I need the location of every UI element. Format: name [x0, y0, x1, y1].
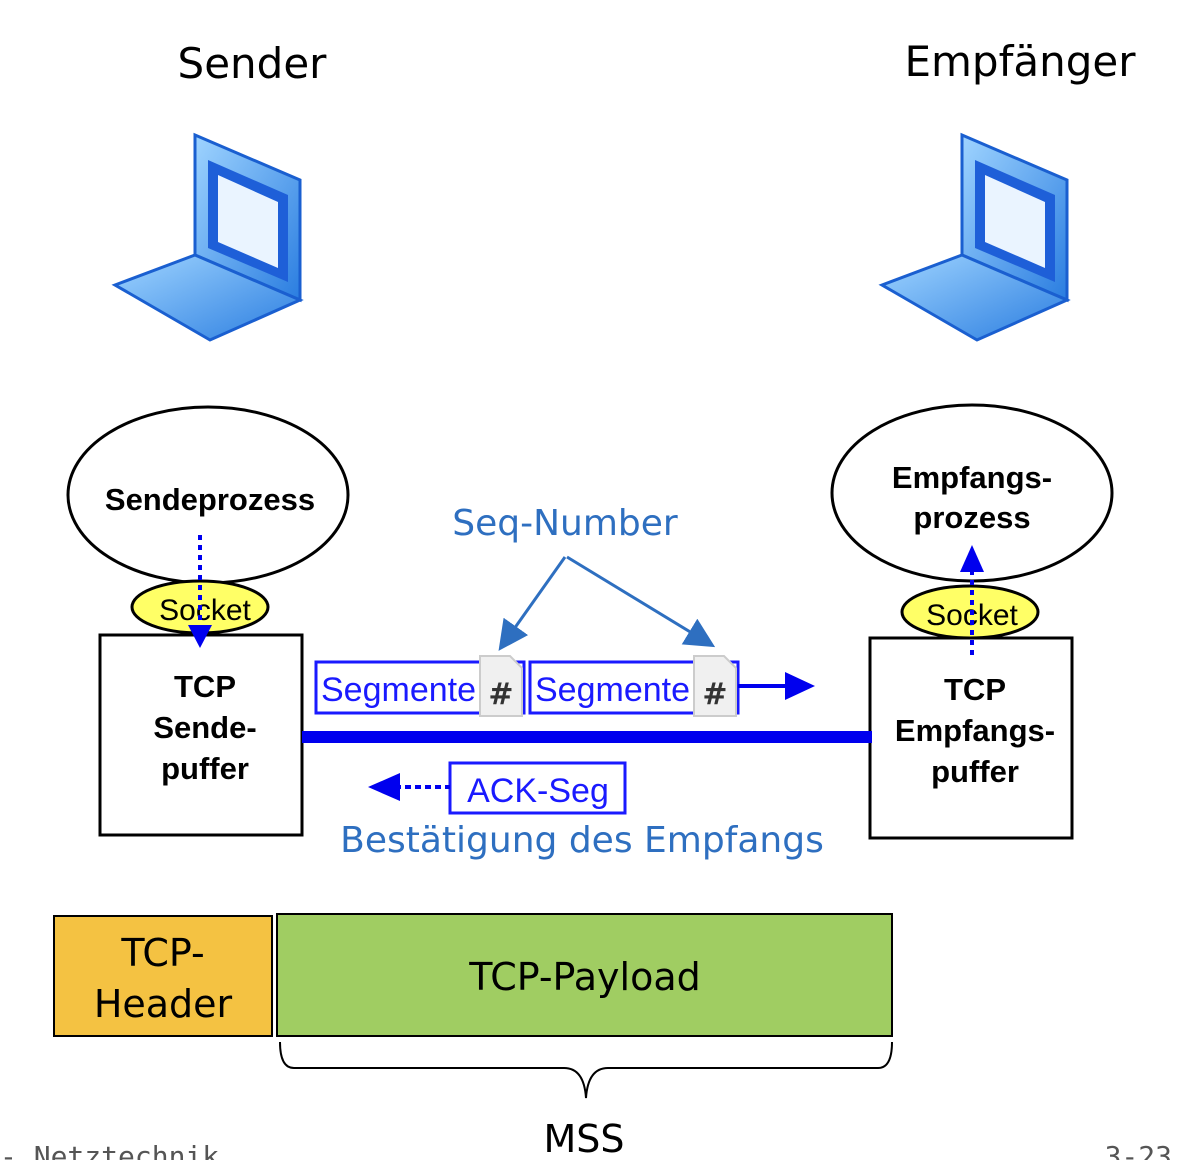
up-arrow-icon [960, 545, 984, 572]
segment-1: Segmente # [314, 655, 526, 717]
svg-text:#: # [702, 677, 727, 712]
sender-process-label: Sendeprozess [105, 482, 315, 517]
sender-buffer-line3: puffer [161, 751, 249, 786]
sender-title: Sender [178, 39, 328, 88]
tcp-payload-label: TCP-Payload [468, 955, 701, 999]
receiver-buffer-line1: TCP [944, 672, 1006, 707]
tcp-header-block [53, 915, 273, 1037]
svg-text:#: # [488, 677, 513, 712]
hash-file-icon: # [479, 655, 523, 717]
ack-caption: Bestätigung des Empfangs [340, 820, 824, 861]
receiver-title: Empfänger [904, 37, 1136, 86]
receiver-process-line1: Empfangs- [892, 460, 1052, 495]
segment-label: Segmente [535, 671, 690, 709]
connection-line [302, 731, 872, 743]
ack-segment-label: ACK-Seg [467, 772, 609, 810]
sender-buffer-line1: TCP [174, 669, 236, 704]
hash-file-icon: # [693, 655, 737, 717]
left-arrow-icon [368, 773, 400, 801]
mss-brace [279, 1041, 893, 1099]
footer-left: - Netztechnik [0, 1140, 219, 1160]
mss-label: MSS [543, 1117, 624, 1160]
right-arrow-icon [785, 672, 815, 700]
sender-buffer-line2: Sende- [153, 710, 256, 745]
sender-laptop-icon [111, 132, 304, 342]
tcp-payload-block [276, 913, 893, 1037]
segment-label: Segmente [321, 671, 476, 709]
receiver-buffer-line3: puffer [931, 754, 1019, 789]
footer-page-number: 3-23 [1105, 1140, 1172, 1160]
seq-number-label: Seq-Number [452, 503, 678, 544]
down-arrow-icon [188, 625, 212, 648]
receiver-buffer-line2: Empfangs- [895, 713, 1055, 748]
receiver-process-line2: prozess [913, 500, 1030, 535]
sender-socket-label: Socket [159, 594, 251, 627]
receiver-laptop-icon [878, 132, 1071, 342]
tcp-header-line1: TCP- [120, 931, 204, 975]
segment-2: Segmente # [528, 655, 740, 717]
tcp-header-line2: Header [94, 982, 233, 1026]
